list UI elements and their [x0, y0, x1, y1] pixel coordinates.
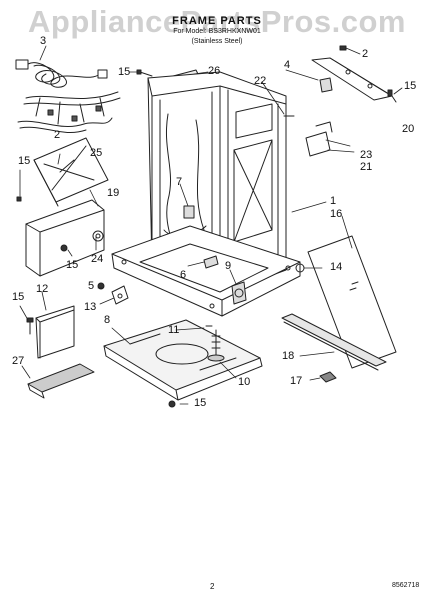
callout-15-f: 15 [194, 397, 207, 409]
callout-18: 18 [282, 350, 295, 362]
callout-8: 8 [104, 314, 111, 326]
retainer-clip [319, 371, 337, 383]
screw-15 [60, 244, 68, 252]
back-panel [307, 235, 397, 369]
page-number: 2 [210, 582, 215, 591]
kick-plate-edge [27, 383, 45, 399]
callout-15-e: 15 [12, 291, 25, 303]
watermark: AppliancePartsPros.com [28, 4, 406, 39]
callout-15-c: 15 [18, 155, 31, 167]
base-tray [103, 319, 263, 401]
model-line: For Model: BS3RHKXNW01 [173, 28, 261, 35]
upper-support-bracket [311, 57, 397, 103]
front-rail-edge [283, 321, 379, 371]
wire-harness [17, 91, 121, 134]
callout-15-d: 15 [66, 259, 79, 271]
screw-head [26, 317, 34, 323]
callout-2-mid: 2 [54, 129, 61, 141]
drain-channel [35, 305, 75, 359]
callout-23: 23 [360, 149, 373, 161]
callout-6: 6 [180, 269, 187, 281]
side-shield [25, 199, 105, 277]
rear-access-panel [33, 137, 109, 207]
callout-5: 5 [88, 280, 95, 292]
screw-15-right [387, 89, 393, 97]
callout-25: 25 [90, 147, 103, 159]
callout-4: 4 [284, 59, 291, 71]
callout-17: 17 [290, 375, 303, 387]
screw-head [16, 196, 22, 202]
callout-9: 9 [225, 260, 232, 272]
callout-12: 12 [36, 283, 49, 295]
callout-15-a: 15 [118, 66, 131, 78]
callout-13: 13 [84, 301, 97, 313]
color-line: (Stainless Steel) [191, 38, 243, 45]
callout-3: 3 [40, 35, 47, 47]
callout-15-b: 15 [404, 80, 417, 92]
callout-14: 14 [330, 261, 343, 273]
leader-lines [19, 45, 403, 405]
callout-11: 11 [168, 324, 180, 336]
callout-2-top: 2 [362, 48, 369, 60]
screw-2 [339, 45, 347, 51]
document-number: 8562718 [392, 582, 420, 589]
callout-7: 7 [176, 176, 183, 188]
callout-21: 21 [360, 161, 373, 173]
callout-16: 16 [330, 208, 343, 220]
callout-27: 27 [12, 355, 25, 367]
power-cord [15, 59, 108, 88]
back-panel-marks [349, 281, 359, 291]
callout-20: 20 [402, 123, 415, 135]
diagram-title: FRAME PARTS [172, 15, 262, 27]
callout-22: 22 [254, 75, 267, 87]
kick-plate-filter [27, 363, 95, 393]
screw-5 [97, 282, 105, 290]
callout-26: 26 [208, 65, 221, 77]
callout-10: 10 [238, 376, 251, 388]
leveling-leg [207, 329, 225, 362]
hinge-bracket [305, 121, 333, 157]
callout-19: 19 [107, 187, 120, 199]
callout-1: 1 [330, 195, 337, 207]
front-rail [281, 313, 387, 367]
mounted-components [111, 205, 247, 305]
screw-15-bottom [168, 400, 176, 408]
callout-24: 24 [91, 253, 104, 265]
screw [139, 71, 153, 77]
